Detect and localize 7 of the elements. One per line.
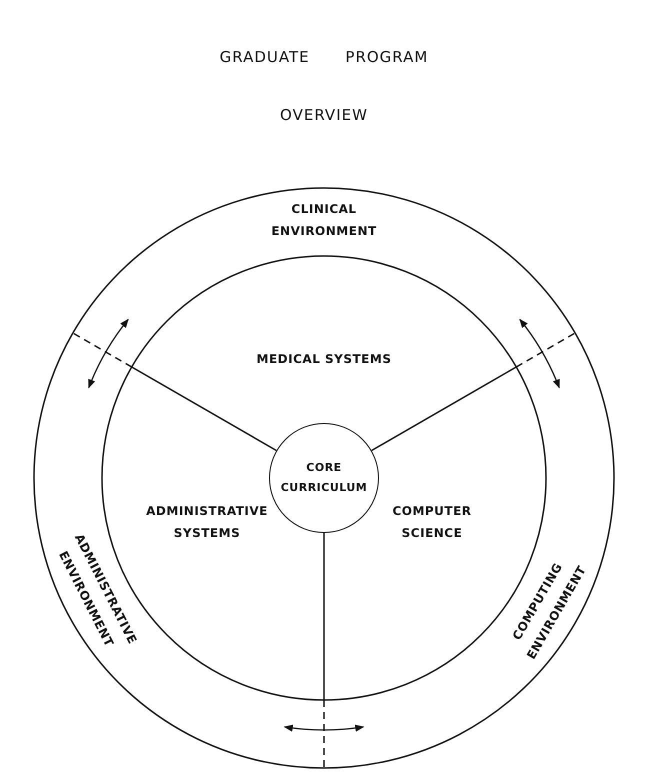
double-arrow [519, 318, 560, 389]
core-circle: CORE CURRICULUM [269, 423, 379, 533]
diagram-title: GRADUATE PROGRAM OVERVIEW [218, 47, 430, 126]
sector-label: CLINICAL ENVIRONMENT [270, 201, 378, 240]
double-arrow [88, 318, 129, 389]
double-arrow [284, 724, 364, 732]
sector-label: MEDICAL SYSTEMS [254, 348, 394, 370]
